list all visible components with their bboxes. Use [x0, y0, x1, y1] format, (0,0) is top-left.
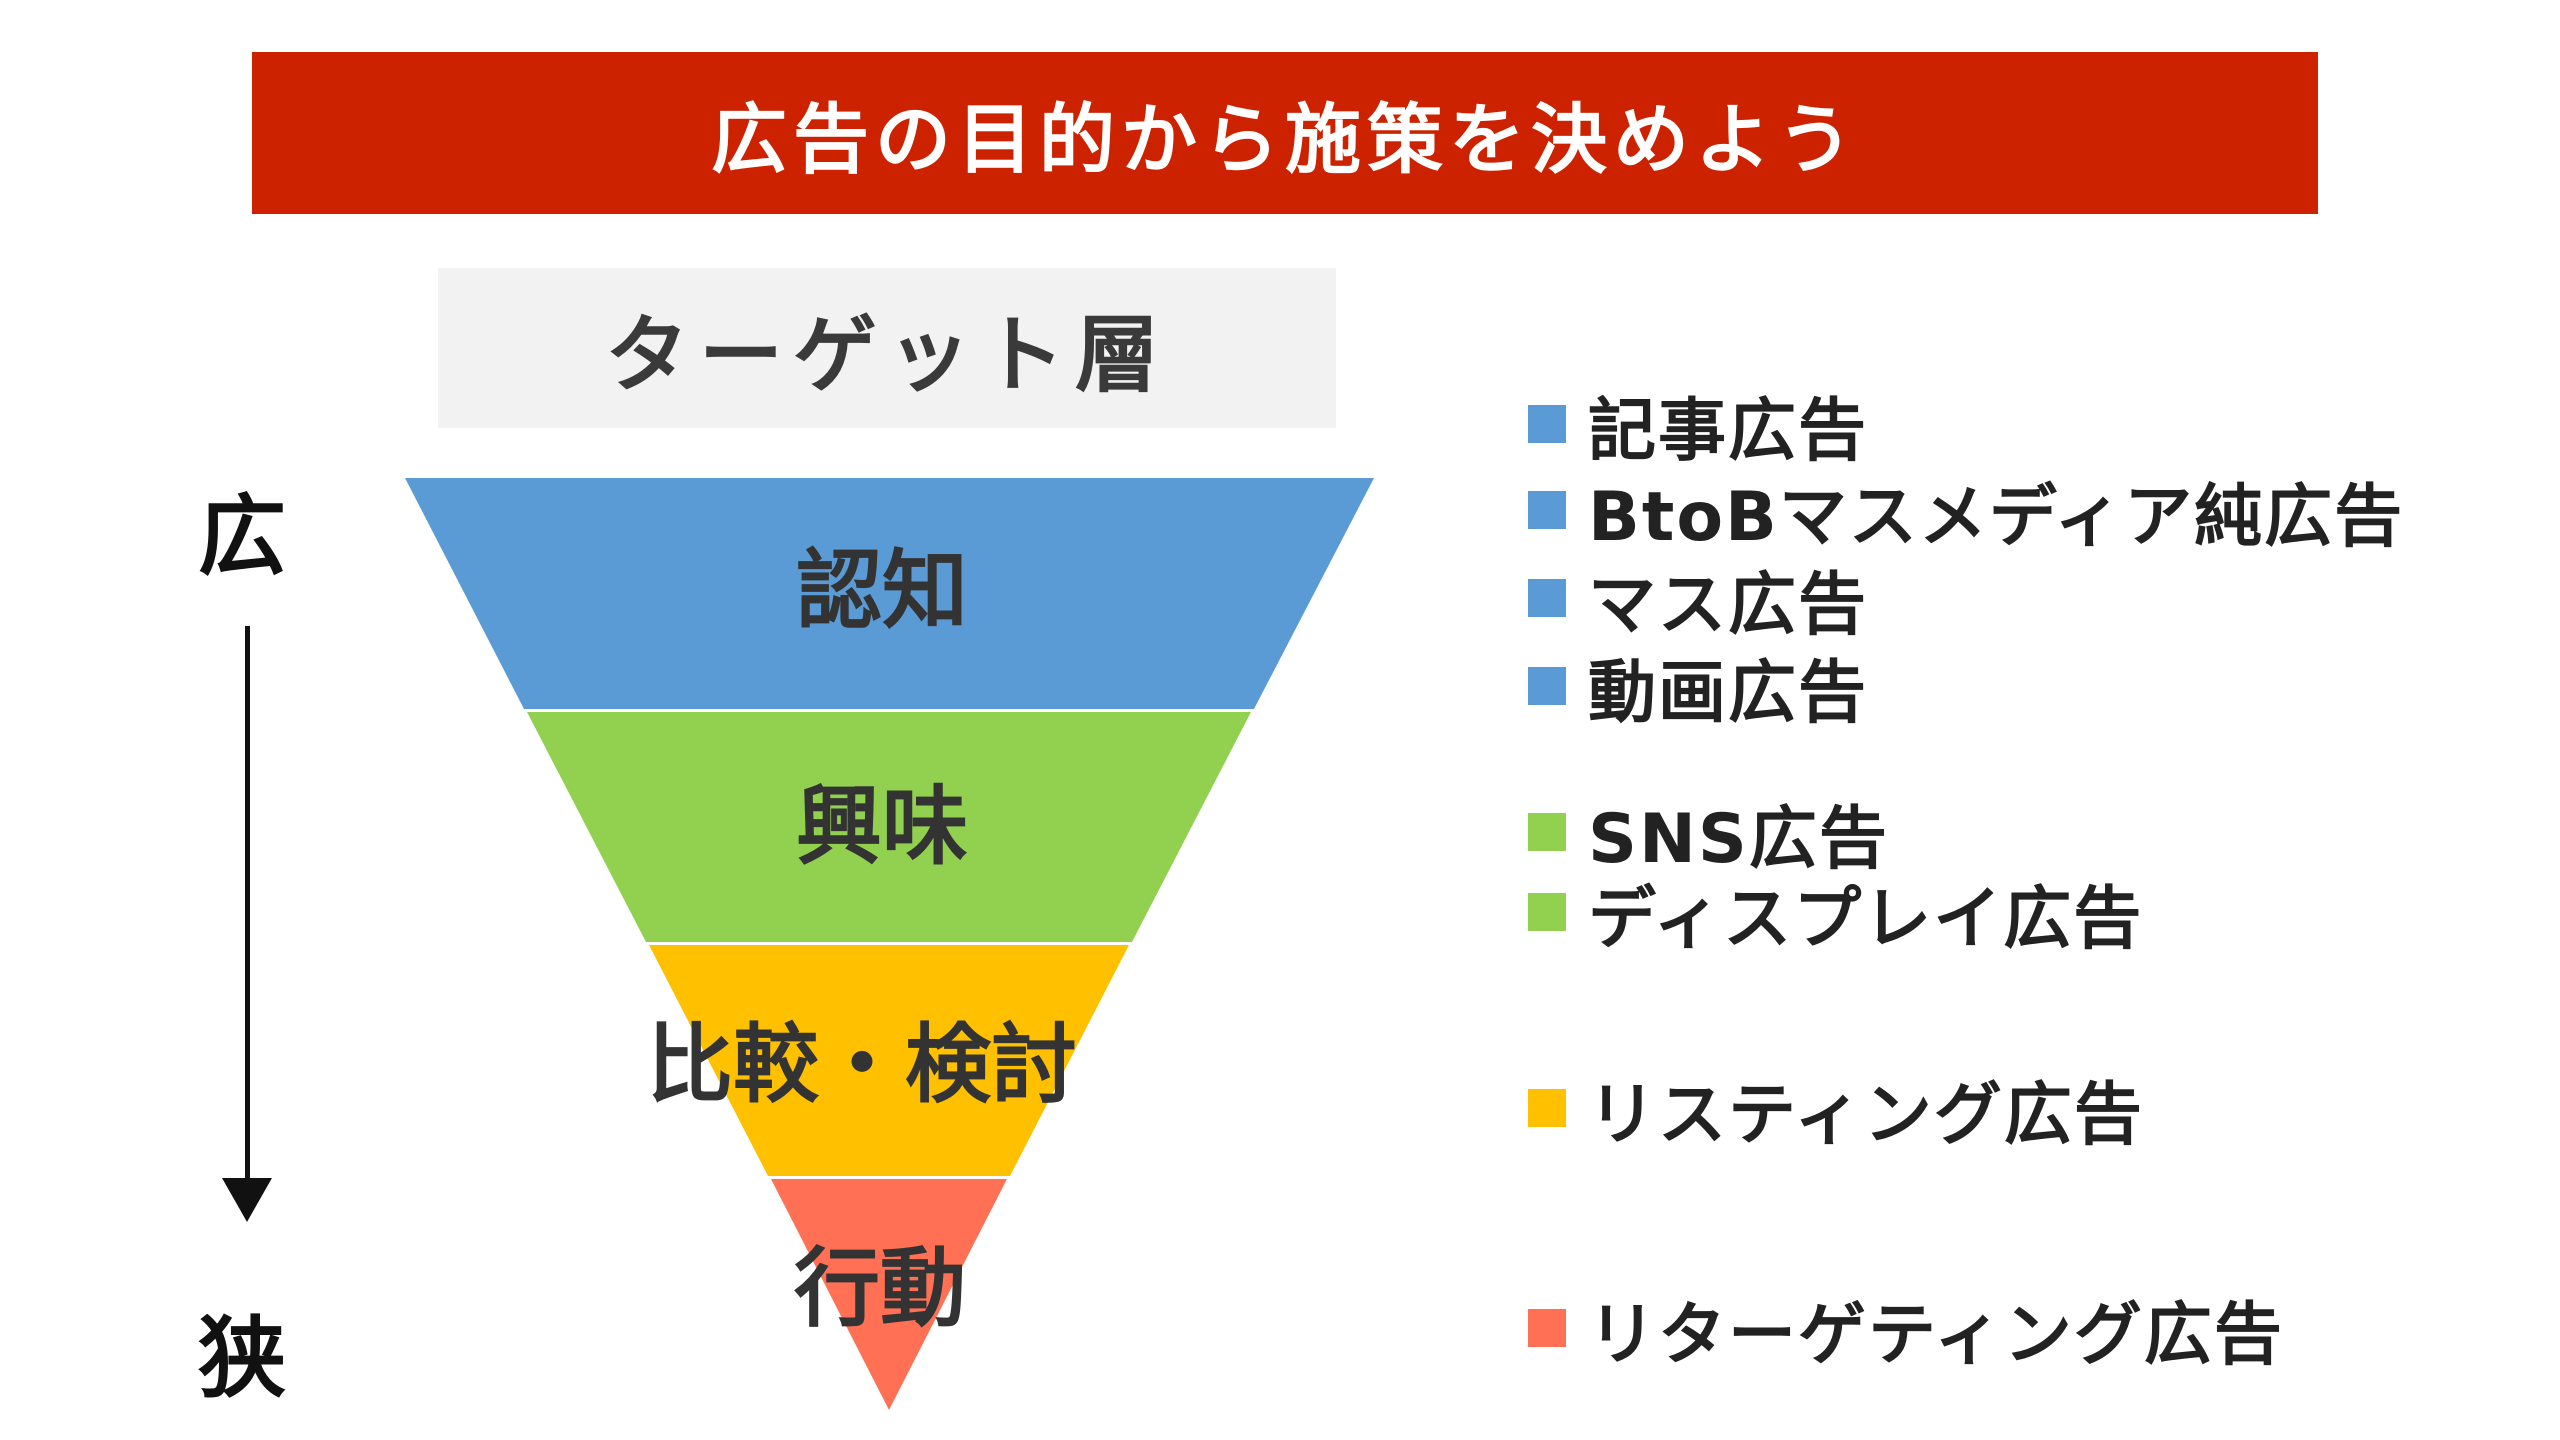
funnel-label-awareness: 認知	[796, 541, 968, 641]
legend-item-retargeting-ad: リターゲティング広告	[1528, 1286, 2284, 1375]
legend-label: リターゲティング広告	[1588, 1295, 2284, 1375]
funnel-segment-awareness	[405, 478, 1374, 709]
legend-swatch	[1528, 1309, 1566, 1347]
axis-label-wide: 広	[198, 485, 287, 588]
legend-label: マス広告	[1588, 565, 1869, 645]
funnel-label-interest: 興味	[796, 777, 968, 877]
funnel-segment-action	[771, 1179, 1007, 1410]
funnel-label-action: 行動	[794, 1239, 966, 1339]
legend-item-article-ad: 記事広告	[1528, 382, 1868, 471]
legend-label: リスティング広告	[1588, 1075, 2144, 1155]
down-arrow-icon	[222, 1178, 272, 1222]
legend-item-video-ad: 動画広告	[1528, 644, 1868, 733]
funnel-segment-comparison	[649, 945, 1129, 1176]
axis-label-narrow: 狭	[198, 1307, 287, 1410]
legend-item-listing-ad: リスティング広告	[1528, 1066, 2144, 1155]
legend-label: ディスプレイ広告	[1588, 879, 2144, 959]
down-arrow-line	[245, 626, 250, 1196]
legend-swatch	[1528, 667, 1566, 705]
legend-item-btob-media-ad: BtoBマスメディア純広告	[1528, 468, 2404, 557]
legend-swatch	[1528, 579, 1566, 617]
legend-item-sns-ad: SNS広告	[1528, 790, 1889, 879]
target-layer-header: ターゲット層	[438, 268, 1336, 428]
legend-swatch	[1528, 405, 1566, 443]
legend-swatch	[1528, 893, 1566, 931]
legend-label: 記事広告	[1588, 391, 1869, 471]
legend-label: BtoBマスメディア純広告	[1588, 477, 2405, 557]
funnel-label-comparison: 比較・検討	[647, 1015, 1077, 1115]
funnel-segment-interest	[527, 712, 1251, 942]
legend-label: 動画広告	[1588, 653, 1869, 733]
legend-swatch	[1528, 491, 1566, 529]
legend-swatch	[1528, 1089, 1566, 1127]
legend-swatch	[1528, 813, 1566, 851]
legend-item-display-ad: ディスプレイ広告	[1528, 870, 2143, 959]
page-title: 広告の目的から施策を決めよう	[252, 52, 2318, 214]
legend-item-mass-ad: マス広告	[1528, 556, 1868, 645]
legend-label: SNS広告	[1588, 799, 1889, 879]
